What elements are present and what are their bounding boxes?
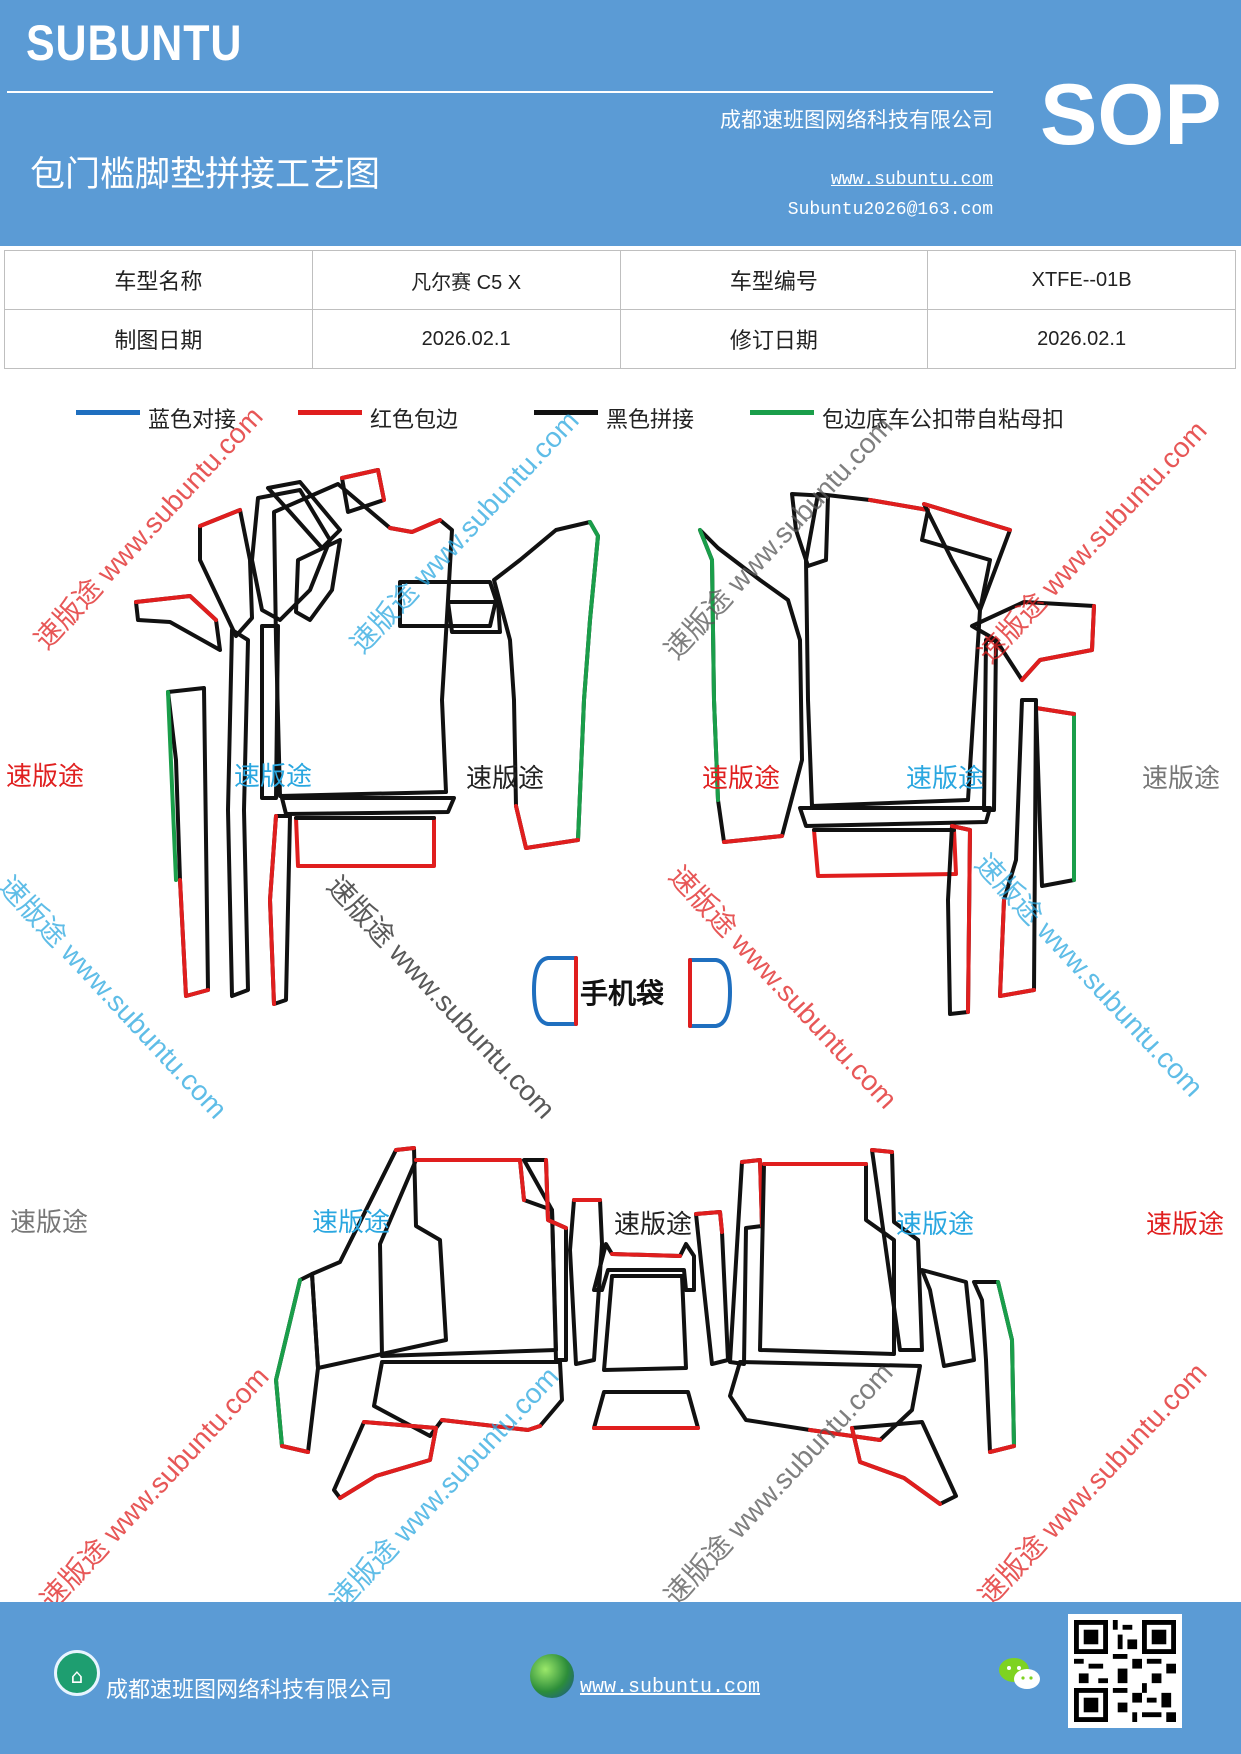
phone-pocket-label: 手机袋 (580, 977, 665, 1010)
legend-swatch-blue (76, 410, 140, 415)
table-row: 制图日期 2026.02.1 修订日期 2026.02.1 (4, 309, 1236, 369)
info-table: 车型名称 凡尔赛 C5 X 车型编号 XTFE--01B 制图日期 2026.0… (4, 250, 1236, 369)
watermark-brand: 速版途 (896, 1209, 975, 1239)
label-revise-date: 修订日期 (619, 309, 929, 369)
rear-mat-set (274, 1146, 1016, 1506)
label-model-name: 车型名称 (4, 250, 313, 310)
header: SUBUNTU 成都速班图网络科技有限公司 SOP 包门槛脚垫拼接工艺图 www… (0, 0, 1241, 246)
watermark-brand: 速版途 (614, 1209, 693, 1239)
legend-label: 包边底车公扣带自粘母扣 (822, 408, 1065, 433)
legend-label: 黑色拼接 (606, 408, 695, 433)
wechat-icon[interactable] (996, 1654, 1044, 1694)
header-website-link[interactable]: www.subuntu.com (830, 170, 993, 190)
header-divider (7, 91, 993, 93)
sop-badge: SOP (1040, 67, 1222, 163)
label-model-code: 车型编号 (619, 250, 929, 310)
watermark-brand: 速版途 (10, 1207, 89, 1237)
table-row: 车型名称 凡尔赛 C5 X 车型编号 XTFE--01B (4, 250, 1236, 310)
label-draw-date: 制图日期 (4, 309, 313, 369)
watermark-brand: 速版途 (6, 761, 85, 791)
legend-label: 红色包边 (370, 408, 459, 433)
brand-logo: SUBUNTU (26, 15, 243, 71)
globe-icon (530, 1654, 574, 1698)
qr-code-pattern (1074, 1620, 1176, 1722)
page-title: 包门槛脚垫拼接工艺图 (30, 155, 381, 195)
front-left-mat-set (134, 468, 600, 1006)
value-model-name: 凡尔赛 C5 X (311, 250, 621, 310)
home-icon: ⌂ (54, 1650, 100, 1696)
watermark-brand: 速版途 (312, 1207, 391, 1237)
watermark-brand: 速版途 (702, 763, 781, 793)
front-right-mat-set (698, 492, 1096, 1016)
watermark-brand: 速版途 (466, 763, 545, 793)
watermark-brand: 速版途 (1146, 1209, 1225, 1239)
value-draw-date: 2026.02.1 (311, 309, 621, 369)
watermark-brand: 速版途 (1142, 763, 1221, 793)
watermark-brand: 速版途 (906, 763, 985, 793)
footer-website-link[interactable]: www.subuntu.com (580, 1676, 761, 1699)
legend-swatch-green (750, 410, 814, 415)
phone-pocket-pieces (532, 956, 732, 1028)
header-company: 成都速班图网络科技有限公司 (720, 108, 993, 132)
legend-swatch-red (298, 410, 362, 415)
watermark-brand: 速版途 (234, 761, 313, 791)
legend-swatch-black (534, 410, 598, 415)
value-revise-date: 2026.02.1 (927, 309, 1236, 369)
footer: ⌂ 成都速班图网络科技有限公司 www.subuntu.com (0, 1602, 1241, 1754)
footer-company: 成都速班图网络科技有限公司 (106, 1678, 393, 1703)
legend-label: 蓝色对接 (148, 408, 237, 433)
qr-code[interactable] (1068, 1614, 1182, 1728)
value-model-code: XTFE--01B (927, 250, 1236, 310)
header-email[interactable]: Subuntu2026@163.com (787, 200, 993, 220)
